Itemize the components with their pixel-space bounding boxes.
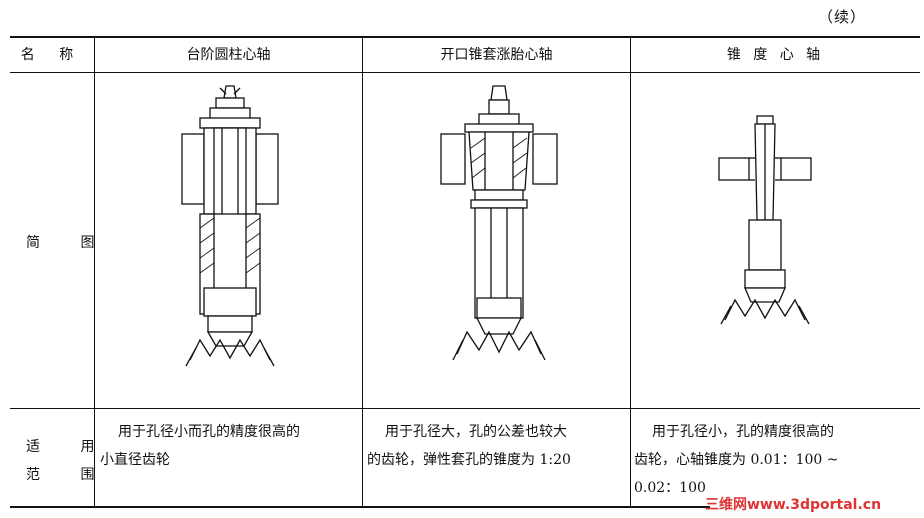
col-divider-1 — [94, 37, 95, 507]
col-divider-3 — [630, 37, 631, 507]
row-label-scope-2: 范 围 — [26, 467, 113, 483]
row-label-diagram: 简 图 — [26, 235, 113, 251]
watermark: 三维网www.3dportal.cn — [705, 497, 882, 513]
scope-col3-line1: 用于孔径小，孔的精度很高的 — [652, 424, 834, 440]
scope-text-col3: 用于孔径小，孔的精度很高的 齿轮，心轴锥度为 0.01：100 ~ 0.02：1… — [634, 418, 918, 502]
header-col-stepped-mandrel: 台阶圆柱心轴 — [186, 47, 271, 63]
scope-col1-line1: 用于孔径小而孔的精度很高的 — [118, 424, 300, 440]
diagram-row-bottom-border — [10, 408, 920, 409]
scope-col2-line1: 用于孔径大，孔的公差也较大 — [385, 424, 567, 440]
header-col-taper-mandrel: 锥 度 心 轴 — [726, 47, 825, 63]
taper-mandrel-diagram — [718, 115, 812, 325]
scope-text-col1: 用于孔径小而孔的精度很高的 小直径齿轮 — [100, 418, 358, 474]
scope-col2-line2: 的齿轮，弹性套孔的锥度为 1:20 — [367, 452, 571, 468]
header-name-label: 名 称 — [20, 47, 84, 63]
continued-label: （续） — [818, 8, 867, 26]
table-bottom-border — [10, 506, 710, 508]
stepped-mandrel-diagram — [181, 85, 279, 367]
scope-col3-line3: 0.02：100 — [634, 480, 706, 496]
scope-col1-line2: 小直径齿轮 — [100, 452, 170, 468]
split-taper-mandrel-diagram — [440, 85, 558, 361]
scope-col3-line2: 齿轮，心轴锥度为 0.01：100 ~ — [634, 452, 839, 468]
col-divider-2 — [362, 37, 363, 507]
scope-text-col2: 用于孔径大，孔的公差也较大 的齿轮，弹性套孔的锥度为 1:20 — [367, 418, 627, 474]
row-label-scope-1: 适 用 — [26, 439, 113, 455]
table-top-border — [10, 36, 920, 38]
header-bottom-border — [10, 72, 920, 73]
header-col-split-taper-mandrel: 开口锥套涨胎心轴 — [440, 47, 553, 63]
